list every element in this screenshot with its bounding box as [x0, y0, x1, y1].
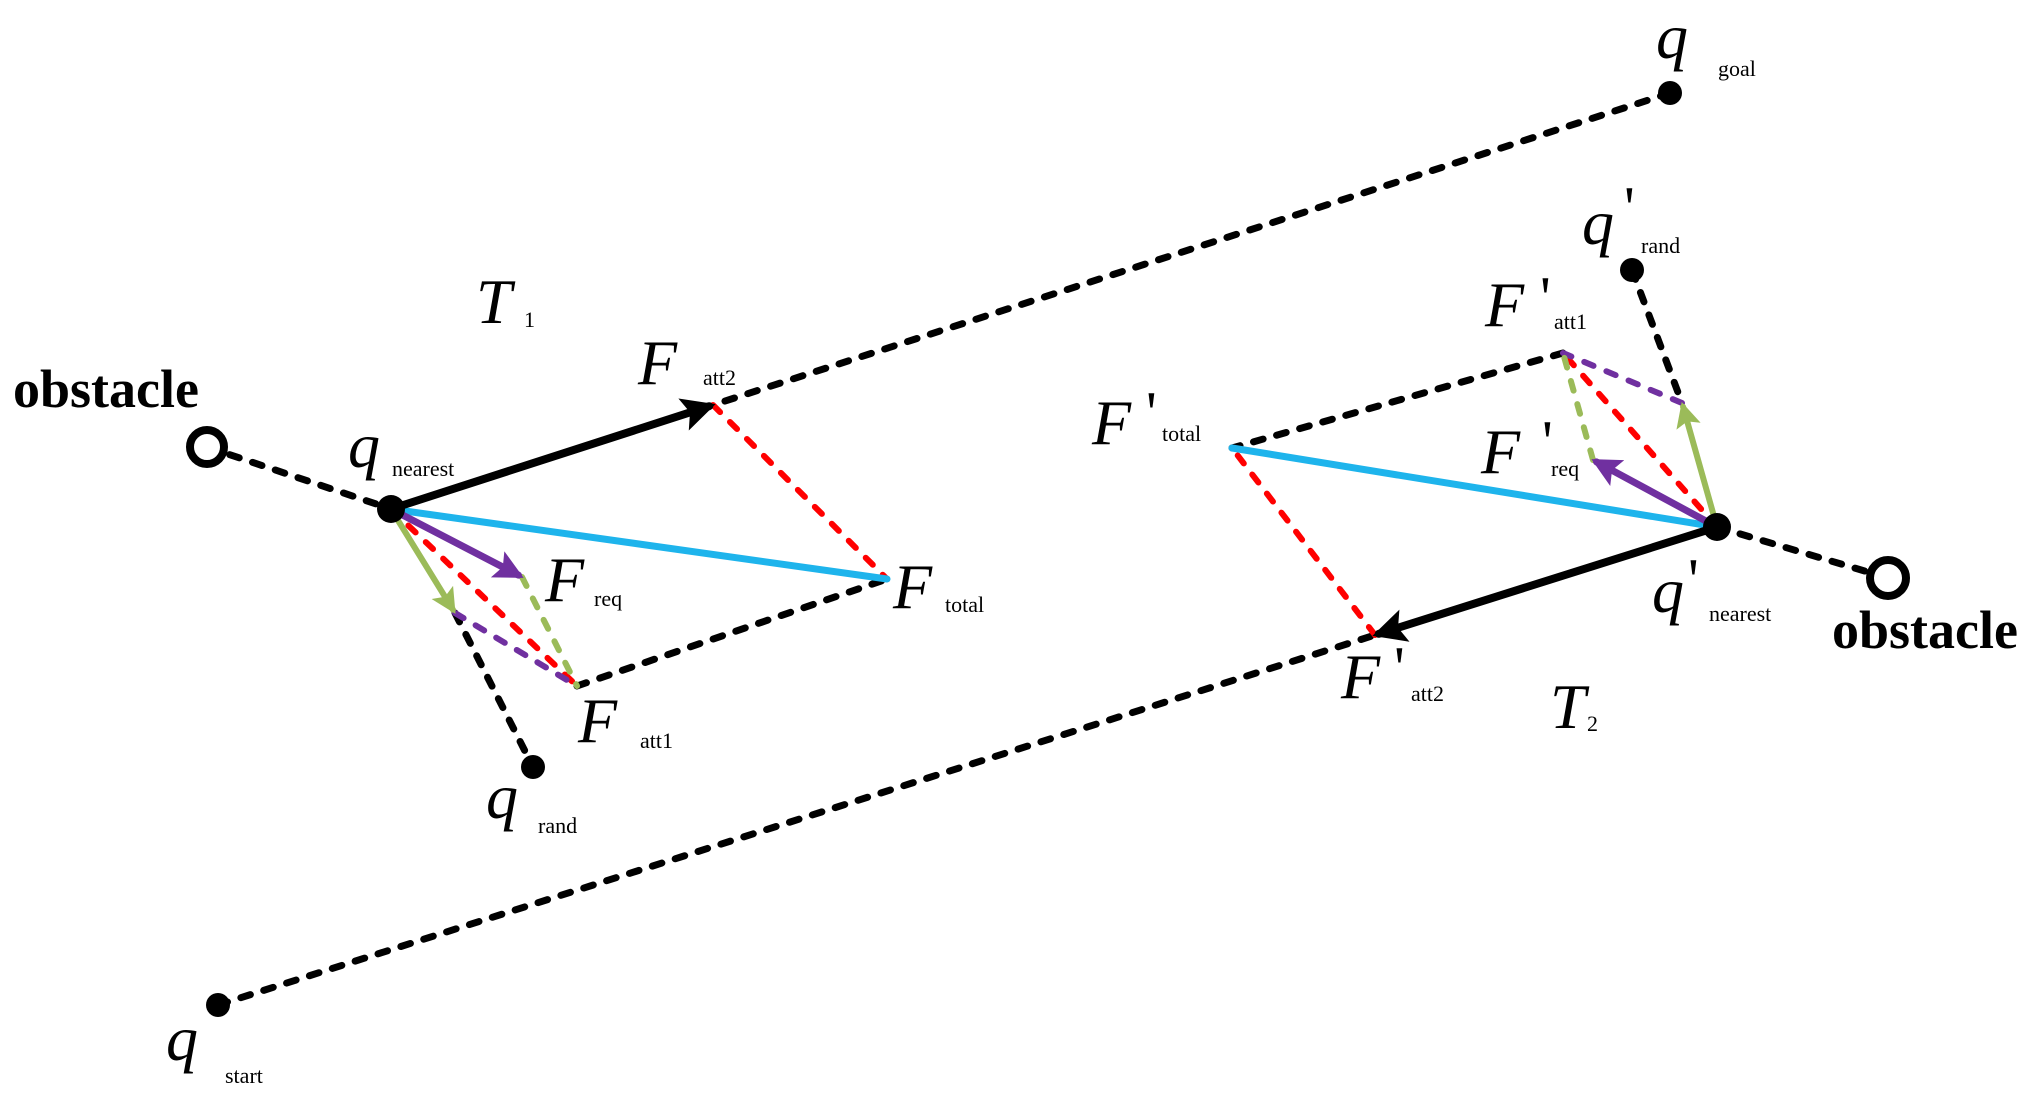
f-att2-label: F att2 [637, 327, 736, 398]
fp-total-main: F [1091, 387, 1132, 458]
q-goal-node [1658, 81, 1682, 105]
q-nearest-node [377, 495, 405, 523]
tree2-sub: 2 [1587, 711, 1598, 736]
force-p-att2-arrow [1372, 523, 1721, 642]
qp-nearest-sub: nearest [1709, 601, 1771, 626]
parallel-p-freq-to-fpatt1 [1560, 350, 1596, 463]
qp-nearest-node [1703, 513, 1731, 541]
f-att1-main: F [577, 685, 618, 756]
qp-nearest-label: q ' nearest [1652, 547, 1771, 626]
q-rand-main: q [486, 761, 518, 832]
parallel-freq-to-fatt1 [519, 574, 580, 689]
q-rand-node [521, 755, 545, 779]
q-start-label: q start [166, 1003, 263, 1088]
construction-fatt2-ftotal [710, 402, 890, 582]
obstacle-right-label: obstacle [1832, 600, 2018, 660]
force-p-req-arrow [1591, 458, 1721, 531]
tree1-label: T 1 [476, 266, 535, 337]
qp-nearest-prime: ' [1688, 547, 1699, 613]
f-total-main: F [892, 551, 933, 622]
obstacle-left-label: obstacle [13, 359, 199, 419]
fp-total-sub: total [1162, 421, 1201, 446]
tree2-label: T 2 [1550, 671, 1598, 742]
construction-fpatt2-fptotal [1229, 445, 1378, 638]
qp-rand-prime: ' [1624, 175, 1635, 241]
q-nearest-main: q [348, 410, 380, 481]
path-qpnearest-to-obstacle-right [1713, 523, 1892, 582]
qp-rand-node [1620, 258, 1644, 282]
fp-req-prime: ' [1542, 409, 1553, 475]
fp-req-main: F [1480, 416, 1521, 487]
tree2-main: T [1550, 671, 1590, 742]
q-nearest-label: q nearest [348, 410, 454, 481]
qp-rand-sub: rand [1641, 233, 1680, 258]
parallel-green-to-fatt1 [452, 610, 580, 689]
fp-total-label: F ' total [1091, 380, 1201, 458]
path-fpatt1-to-fptotal [1228, 349, 1567, 452]
q-start-node [206, 993, 230, 1017]
fp-req-label: F ' req [1480, 409, 1579, 487]
q-start-sub: start [225, 1063, 263, 1088]
fp-att1-sub: att1 [1554, 309, 1587, 334]
edges-layer [203, 89, 1892, 1009]
force-p-rand-arrow [1676, 401, 1720, 530]
force-rand-arrow [388, 506, 456, 614]
fp-req-sub: req [1551, 456, 1579, 481]
fp-att2-main: F [1340, 641, 1381, 712]
f-req-label: F req [544, 544, 622, 615]
path-goal-to-fatt2 [709, 89, 1674, 409]
path-obstacle-left-to-qnearest [203, 443, 395, 513]
tree1-sub: 1 [524, 307, 535, 332]
f-att2-main: F [637, 327, 678, 398]
q-nearest-sub: nearest [392, 456, 454, 481]
fp-total-prime: ' [1146, 380, 1157, 446]
fp-att1-label: F ' att1 [1484, 265, 1587, 340]
fp-att1-prime: ' [1540, 265, 1551, 331]
q-goal-main: q [1656, 1, 1688, 72]
f-total-label: F total [892, 551, 984, 622]
f-att2-sub: att2 [703, 365, 736, 390]
obstacle-right-icon [1866, 556, 1910, 600]
fp-att1-main: F [1484, 269, 1525, 340]
fp-att2-label: F ' att2 [1340, 635, 1444, 712]
f-att1-label: F att1 [577, 685, 673, 756]
nodes-layer [186, 81, 1910, 1017]
f-req-sub: req [594, 586, 622, 611]
path-start-to-fpatt2 [214, 631, 1379, 1009]
force-att2-arrow [387, 398, 716, 513]
q-rand-sub: rand [538, 813, 577, 838]
tree1-main: T [476, 266, 516, 337]
q-goal-sub: goal [1718, 56, 1756, 81]
q-goal-label: q goal [1656, 1, 1756, 81]
fp-att2-sub: att2 [1411, 681, 1444, 706]
q-start-main: q [166, 1003, 198, 1074]
path-fatt1-to-ftotal [573, 575, 891, 690]
parallel-p-green-to-fpatt1 [1560, 350, 1685, 406]
force-p-total [1228, 444, 1721, 531]
construction-qnearest-fatt1 [388, 506, 580, 689]
q-rand-label: q rand [486, 761, 577, 838]
fp-att2-prime: ' [1394, 635, 1405, 701]
f-req-main: F [544, 544, 585, 615]
force-req-arrow [387, 505, 524, 579]
f-total-sub: total [945, 592, 984, 617]
path-qnearest-to-qrand [451, 609, 537, 771]
f-att1-sub: att1 [640, 728, 673, 753]
qp-rand-main: q [1582, 187, 1614, 258]
obstacle-left-icon [186, 426, 228, 468]
path-qprand-to-green [1628, 266, 1686, 407]
qp-nearest-main: q [1652, 555, 1684, 626]
qp-rand-label: q ' rand [1582, 175, 1680, 258]
force-total [387, 505, 891, 583]
construction-qpnearest-fpatt1 [1560, 350, 1720, 530]
